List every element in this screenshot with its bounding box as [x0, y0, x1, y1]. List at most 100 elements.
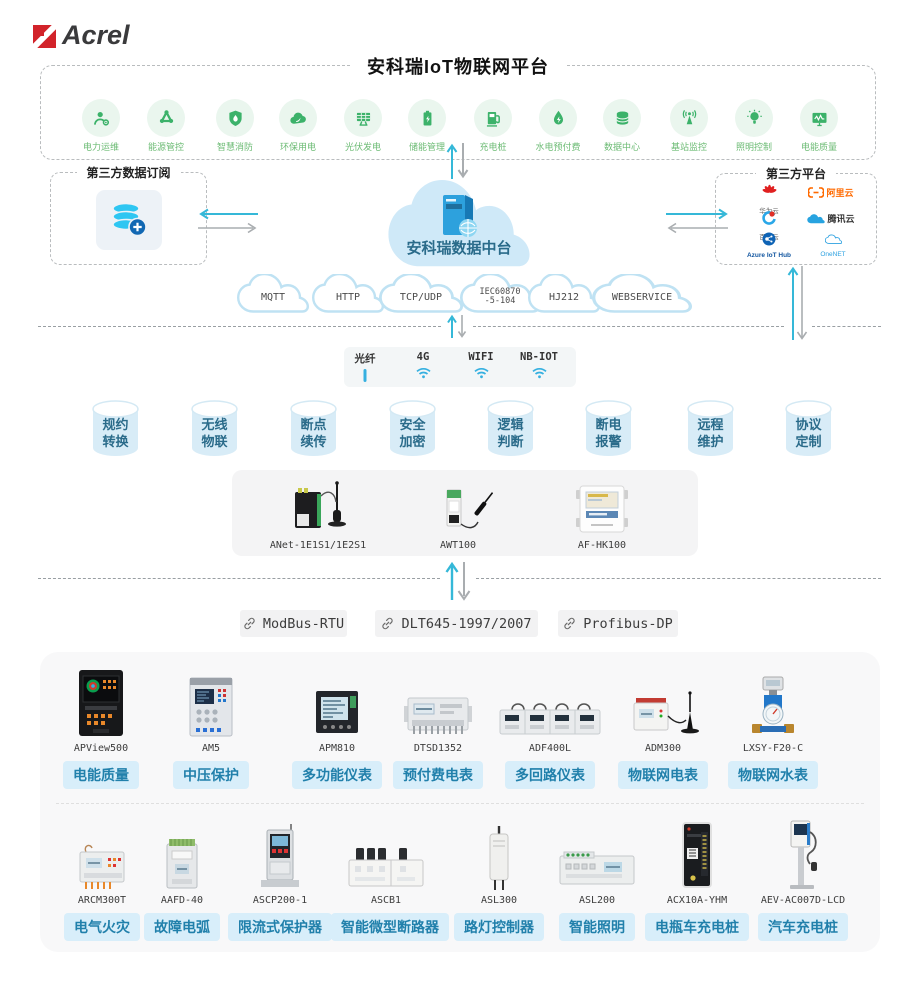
device-aev: AEV-AC007D-LCD 汽车充电桩 — [748, 816, 858, 941]
anet-gateway-image — [295, 481, 346, 528]
capability-cylinder: 断电报警 — [585, 400, 632, 458]
device-dtsd1352: DTSD1352 预付费电表 — [383, 664, 493, 789]
platform-title: 安科瑞IoT物联网平台 — [351, 53, 565, 79]
device-am5: AM5 中压保护 — [156, 664, 266, 789]
category-energy-mgmt: 能源管控 — [133, 99, 199, 153]
database-subscribe-icon — [112, 202, 147, 237]
device-adf400l: ADF400L 多回路仪表 — [495, 664, 605, 789]
acrel-logo-icon — [30, 20, 60, 51]
category-power-quality: 电能质量 — [786, 99, 852, 153]
subscription-title: 第三方数据订阅 — [76, 164, 181, 181]
separator-1-left — [38, 326, 441, 327]
fire-shield-icon — [228, 110, 242, 126]
device-ascp200: ASCP200-1 限流式保护器 — [225, 816, 335, 941]
eco-cloud-icon — [289, 112, 306, 124]
link-icon — [564, 617, 575, 630]
capability-cylinder: 规约转换 — [92, 400, 139, 458]
category-storage: 储能管理 — [394, 99, 460, 153]
platform-box: 安科瑞IoT物联网平台 — [40, 53, 876, 160]
device-apview500: APView500 电能质量 — [46, 664, 156, 789]
wifi-icon — [473, 367, 489, 378]
aliyun-icon — [808, 187, 825, 198]
ev-charger-icon — [486, 111, 500, 127]
protocol-chip-dlt645: DLT645-1997/2007 — [375, 610, 538, 637]
device-ascb1: ASCB1 智能微型断路器 — [331, 816, 449, 941]
cloud-iec60870: IEC60870 -5-104 — [460, 274, 540, 314]
cloud-mqtt: MQTT — [237, 274, 309, 314]
apm810-image — [316, 691, 358, 733]
device-lxsy: LXSY-F20-C 物联网水表 — [718, 664, 828, 789]
capability-cylinder: 远程维护 — [687, 400, 734, 458]
provider-tencent: 腾讯云 — [801, 212, 861, 225]
capability-cylinder: 协议定制 — [785, 400, 832, 458]
protocol-chip-modbus: ModBus-RTU — [240, 610, 347, 637]
solar-panel-icon — [356, 112, 370, 126]
arrow-cloud-thirdparty — [666, 208, 728, 234]
huawei-cloud-icon — [762, 184, 776, 193]
datacenter-label: 安科瑞数据中台 — [406, 240, 512, 257]
waveform-monitor-icon — [812, 112, 826, 126]
ascp200-image — [261, 824, 299, 887]
separator-1-mid — [473, 326, 784, 327]
separator-2-left — [38, 578, 440, 579]
device-aafd40: AAFD-40 故障电弧 — [127, 816, 237, 941]
category-solar: 光伏发电 — [330, 99, 396, 153]
acx10a-image — [682, 822, 712, 888]
am5-image — [189, 677, 233, 737]
category-eco-power: 环保用电 — [265, 99, 331, 153]
arcm300t-image — [79, 844, 125, 889]
wifi-icon — [531, 367, 547, 378]
server-icon — [443, 195, 477, 237]
capability-cylinder: 断点续传 — [290, 400, 337, 458]
device-arcm300t: ARCM300T 电气火灾 — [47, 816, 157, 941]
device-adm300: ADM300 物联网电表 — [608, 664, 718, 789]
connectivity-box — [344, 347, 576, 387]
device-asl200: ASL200 智能照明 — [542, 816, 652, 941]
gateway-anet: ANet-1E1S1/1E2S1 — [243, 474, 393, 551]
asl200-image — [559, 851, 635, 885]
link-icon — [382, 617, 394, 630]
category-prepaid: 水电预付费 — [525, 99, 591, 153]
arrow-edge-devices — [445, 561, 471, 601]
gateway-awt100: AWT100 — [383, 474, 533, 551]
gateway-afhk100: AF-HK100 — [527, 474, 677, 551]
ascb1-image — [348, 848, 424, 887]
cloud-tcpudp: TCP/UDP — [379, 274, 463, 314]
power-ops-icon — [93, 111, 109, 126]
arrow-cloud-edge — [447, 314, 467, 338]
conn-nbiot: NB-IOT — [510, 351, 568, 379]
capability-cylinder: 安全加密 — [389, 400, 436, 458]
link-icon — [244, 617, 255, 630]
arrow-platform-datacenter — [446, 143, 469, 179]
awt100-gateway-image — [446, 489, 493, 529]
asl300-image — [489, 826, 509, 890]
azure-iot-icon — [762, 232, 776, 246]
separator-1-right — [812, 326, 881, 327]
apview500-image — [79, 670, 123, 736]
cloud-http: HTTP — [312, 274, 384, 314]
wifi-icon — [415, 367, 431, 378]
water-drop-icon — [553, 110, 563, 124]
bulb-icon — [746, 109, 762, 124]
category-basestation: 基站监控 — [656, 99, 722, 153]
onenet-cloud-icon — [824, 234, 842, 244]
adm300-image — [633, 691, 699, 734]
provider-azure: Azure IoT Hub — [736, 232, 802, 259]
aev-image — [790, 820, 817, 889]
database-icon — [615, 111, 629, 125]
category-lighting: 照明控制 — [721, 99, 787, 153]
subscription-box: 第三方数据订阅 — [50, 164, 207, 265]
device-apm810: APM810 多功能仪表 — [282, 664, 392, 789]
cloud-webservice: WEBSERVICE — [592, 274, 692, 314]
capability-cylinder: 逻辑判断 — [487, 400, 534, 458]
separator-2-right — [476, 578, 881, 579]
conn-fiber: 光纤 — [336, 351, 394, 382]
provider-onenet: OneNET — [808, 232, 858, 258]
category-fire: 智慧消防 — [202, 99, 268, 153]
lxsy-image — [752, 676, 794, 733]
protocol-chip-profibus: Profibus-DP — [558, 610, 678, 637]
energy-mgmt-icon — [159, 109, 173, 123]
thirdparty-title: 第三方平台 — [755, 165, 837, 182]
provider-aliyun: 阿里云 — [801, 186, 861, 199]
fiber-icon — [363, 368, 367, 382]
